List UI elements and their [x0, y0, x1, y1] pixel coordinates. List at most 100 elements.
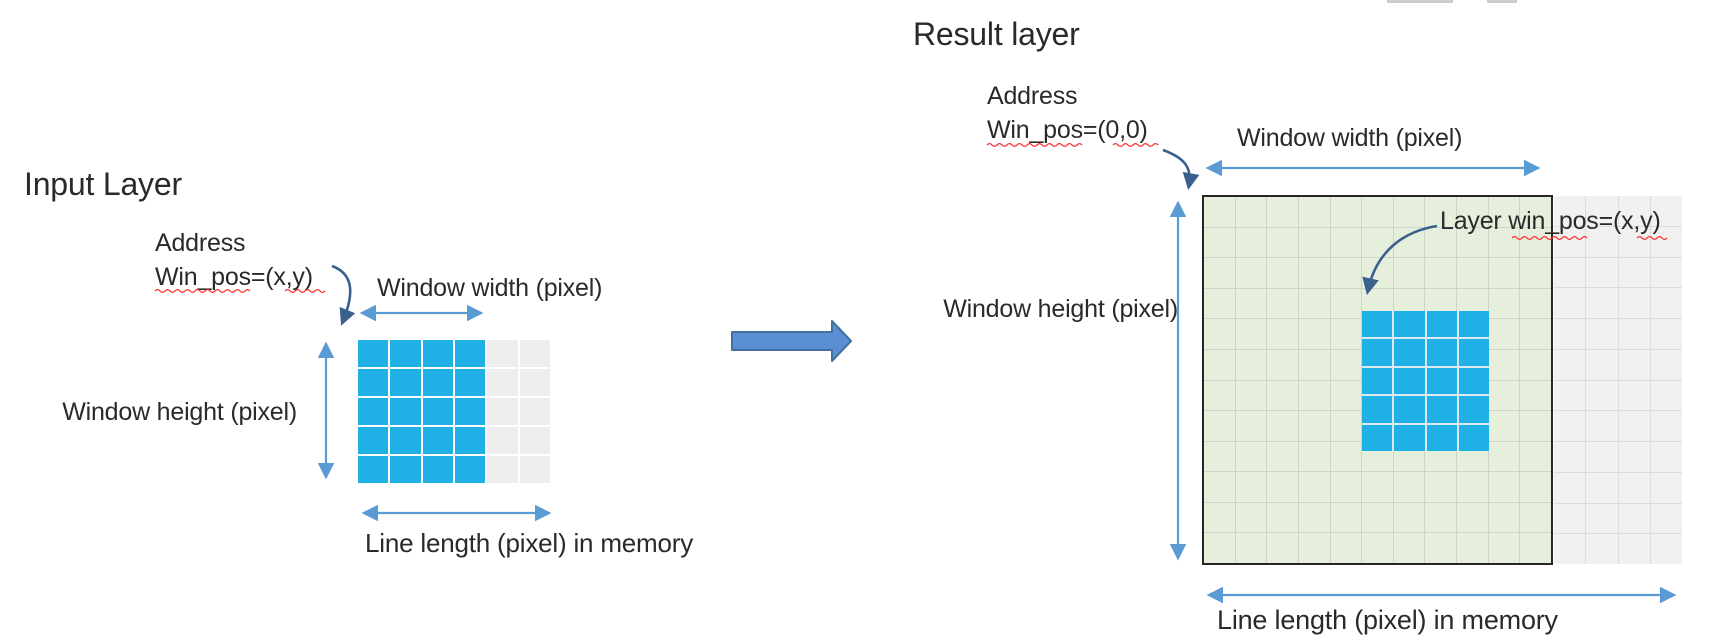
- grid-cell: [1488, 319, 1520, 349]
- grid-cell: [1298, 441, 1330, 472]
- grid-cell: [1330, 319, 1362, 349]
- grid-cell: [1457, 258, 1488, 288]
- grid-cell: [1235, 441, 1267, 472]
- input-winpos-pointer-arrow: [331, 264, 356, 326]
- grid-cell: [1267, 380, 1298, 411]
- grid-cell: [1426, 339, 1457, 366]
- grid-cell: [1235, 258, 1267, 288]
- grid-cell: [1520, 258, 1551, 288]
- grid-cell: [1362, 396, 1393, 423]
- grid-cell: [1458, 311, 1489, 338]
- grid-cell: [1554, 196, 1586, 226]
- result-layer-title: Result layer: [913, 16, 1080, 52]
- grid-cell: [1586, 288, 1618, 318]
- grid-cell: [1488, 380, 1520, 411]
- grid-cell: [1330, 533, 1362, 563]
- grid-cell: [422, 340, 453, 367]
- grid-cell: [1204, 227, 1235, 258]
- grid-cell: [1488, 288, 1520, 319]
- grid-cell: [1204, 380, 1235, 411]
- grid-cell: [1362, 533, 1393, 563]
- grid-cell: [1586, 196, 1618, 226]
- grid-cell: [455, 427, 486, 454]
- result-winpos-pointer-arrow: [1162, 148, 1200, 190]
- grid-cell: [358, 427, 389, 454]
- grid-cell: [1362, 502, 1393, 533]
- grid-cell: [1394, 424, 1425, 451]
- grid-cell: [1298, 349, 1330, 380]
- grid-cell: [1298, 197, 1330, 227]
- grid-cell: [1298, 411, 1330, 441]
- grid-cell: [1488, 441, 1520, 472]
- grid-cell: [1204, 258, 1235, 288]
- grid-cell: [1394, 311, 1425, 338]
- grid-cell: [1330, 197, 1362, 227]
- grid-cell: [1394, 396, 1425, 423]
- grid-cell: [390, 427, 421, 454]
- grid-cell: [519, 340, 550, 367]
- grid-cell: [1650, 319, 1682, 349]
- grid-cell: [487, 398, 518, 425]
- grid-cell: [1520, 502, 1551, 533]
- grid-cell: [1586, 349, 1618, 380]
- grid-cell: [1520, 227, 1551, 258]
- grid-cell: [1362, 472, 1393, 502]
- result-line-length-label: Line length (pixel) in memory: [1217, 605, 1558, 635]
- grid-cell: [1298, 319, 1330, 349]
- grid-cell: [1458, 396, 1489, 423]
- grid-cell: [1586, 319, 1618, 349]
- grid-cell: [1554, 534, 1586, 564]
- grid-cell: [1204, 288, 1235, 319]
- grid-cell: [1554, 288, 1586, 318]
- grid-cell: [1204, 349, 1235, 380]
- grid-cell: [1298, 227, 1330, 258]
- grid-cell: [358, 456, 389, 483]
- grid-cell: [1618, 319, 1650, 349]
- grid-cell: [1362, 197, 1393, 227]
- grid-cell: [1554, 257, 1586, 288]
- grid-cell: [1520, 380, 1551, 411]
- grid-cell: [1235, 472, 1267, 502]
- grid-cell: [519, 369, 550, 396]
- grid-cell: [1650, 196, 1682, 226]
- grid-cell: [1204, 411, 1235, 441]
- grid-cell: [1267, 288, 1298, 319]
- grid-cell: [1425, 258, 1457, 288]
- grid-cell: [1362, 367, 1393, 395]
- grid-cell: [1554, 411, 1586, 441]
- grid-cell: [1650, 349, 1682, 380]
- grid-cell: [1618, 503, 1650, 534]
- result-winpos-label: Win_pos=(0,0): [987, 116, 1148, 144]
- grid-cell: [390, 340, 421, 367]
- grid-cell: [1393, 258, 1425, 288]
- grid-cell: [1330, 411, 1362, 441]
- grid-cell: [390, 398, 421, 425]
- grid-cell: [1650, 380, 1682, 411]
- grid-cell: [1520, 472, 1551, 502]
- grid-cell: [1488, 197, 1520, 227]
- grid-cell: [487, 340, 518, 367]
- grid-cell: [1330, 441, 1362, 472]
- grid-cell: [1393, 197, 1425, 227]
- grid-cell: [1618, 534, 1650, 564]
- grid-cell: [1267, 472, 1298, 502]
- grid-cell: [1330, 258, 1362, 288]
- grid-cell: [422, 427, 453, 454]
- grid-cell: [1520, 349, 1551, 380]
- grid-cell: [1618, 349, 1650, 380]
- grid-cell: [1204, 533, 1235, 563]
- grid-cell: [1650, 226, 1682, 257]
- grid-cell: [1267, 197, 1298, 227]
- grid-cell: [1520, 441, 1551, 472]
- grid-cell: [1362, 339, 1393, 366]
- input-memory-grid: [358, 340, 550, 483]
- result-address-label: Address: [987, 82, 1078, 110]
- grid-cell: [1393, 502, 1425, 533]
- grid-cell: [422, 398, 453, 425]
- top-crop-artifact: [1487, 0, 1517, 3]
- grid-cell: [1330, 380, 1362, 411]
- grid-cell: [1488, 502, 1520, 533]
- grid-cell: [1298, 258, 1330, 288]
- grid-cell: [1425, 533, 1457, 563]
- grid-cell: [1650, 411, 1682, 441]
